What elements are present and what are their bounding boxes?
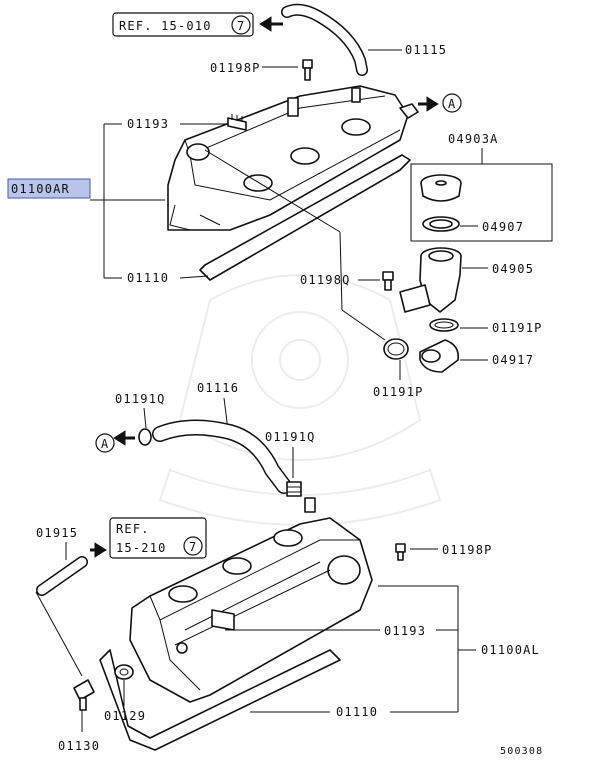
box-04903A (410, 163, 553, 242)
label-01198P-top: 01198P (210, 61, 261, 75)
clamp-01191P-right (429, 318, 459, 332)
marker-a-left[interactable]: A (95, 433, 115, 453)
grommet-01129 (114, 664, 134, 680)
valve-cover-left (129, 517, 373, 703)
label-01915: 01915 (36, 526, 78, 540)
ref-bottom-number: 7 (189, 540, 197, 554)
figure-code: 500308 (500, 746, 543, 757)
label-01193-bottom: 01193 (384, 624, 426, 638)
oil-filler-cap (420, 174, 462, 202)
label-01191Q-right: 01191Q (265, 430, 316, 444)
watermark-emblem (158, 274, 442, 526)
label-04917: 04917 (492, 353, 534, 367)
label-01130: 01130 (58, 739, 100, 753)
valve-01130 (73, 679, 95, 711)
arrow-to-a-left (113, 430, 135, 446)
label-01100AL: 01100AL (481, 643, 540, 657)
bolt-01198P-top (302, 59, 313, 81)
fitting-stub (304, 497, 316, 513)
ref-box-bottom[interactable]: REF. 15-210 7 (109, 517, 207, 559)
gasket-left-01110 (99, 649, 341, 751)
clamp-01191Q-left (138, 428, 152, 446)
label-01116: 01116 (197, 381, 239, 395)
label-01100AR[interactable]: 01100AR (11, 182, 70, 196)
ref-top-arrow (259, 16, 283, 32)
clamp-01191P-left (383, 338, 409, 360)
label-01198P-bottom: 01198P (442, 543, 493, 557)
filler-neck-04905 (399, 247, 462, 313)
label-01193-top: 01193 (127, 117, 169, 131)
svg-text:A: A (101, 437, 109, 451)
label-01191P-bottom: 01191P (373, 385, 424, 399)
svg-text:A: A (448, 97, 456, 111)
cap-gasket-04907 (422, 216, 460, 232)
highlight-01100AR (7, 178, 91, 199)
label-04907: 04907 (482, 220, 524, 234)
ref-bottom-line2: 15-210 (116, 541, 167, 555)
ref-box-top[interactable]: REF. 15-010 7 (112, 12, 254, 37)
label-04905: 04905 (492, 262, 534, 276)
ref-top-text: REF. 15-010 (119, 19, 212, 33)
valve-cover-right (167, 85, 419, 231)
label-01129: 01129 (104, 709, 146, 723)
label-01198Q: 01198Q (300, 273, 351, 287)
bolt-01198Q (382, 271, 394, 291)
ref-bottom-line1: REF. (116, 522, 150, 536)
label-01191P-right: 01191P (492, 321, 543, 335)
label-04903A: 04903A (448, 132, 499, 146)
label-01191Q-left: 01191Q (115, 392, 166, 406)
hose-04917 (419, 339, 460, 373)
marker-a-top[interactable]: A (442, 93, 462, 113)
bolt-01198P-bottom (395, 543, 406, 561)
arrow-to-a-top (418, 96, 439, 112)
label-01115: 01115 (405, 43, 447, 57)
label-01110-top: 01110 (127, 271, 169, 285)
gasket-right-01110 (199, 154, 411, 281)
clamp-01191Q-right (286, 481, 302, 497)
ref-top-number: 7 (237, 19, 245, 33)
label-01110-bottom: 01110 (336, 705, 378, 719)
ref-bottom-arrow (90, 542, 107, 558)
plate-01193-top (227, 114, 247, 131)
